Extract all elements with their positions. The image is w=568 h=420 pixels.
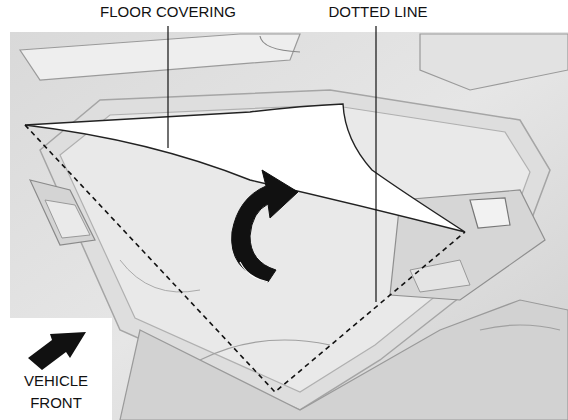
part-label: DOTTED LINE: [328, 3, 427, 21]
part-label: FLOOR COVERING: [100, 3, 236, 21]
direction-label: VEHICLE FRONT: [8, 370, 104, 414]
